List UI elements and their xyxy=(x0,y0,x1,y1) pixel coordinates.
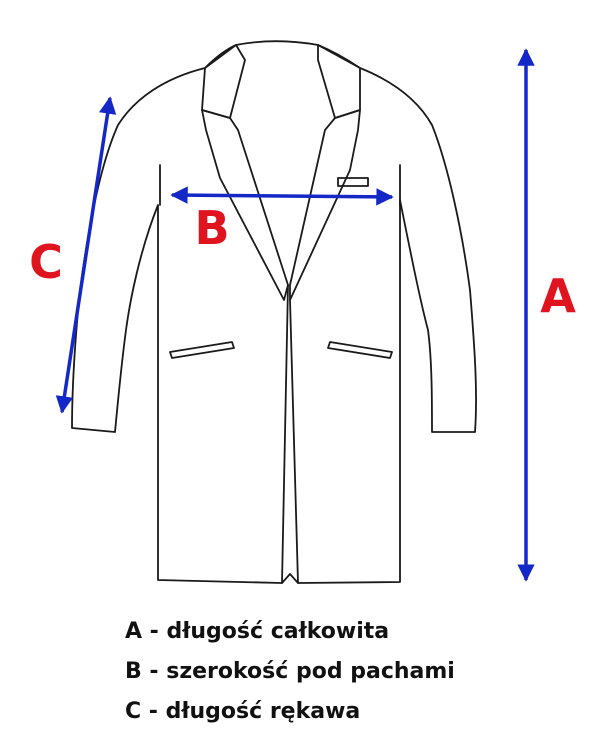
legend-item-a: A - długość całkowita xyxy=(125,619,390,644)
measurement-arrows xyxy=(55,48,535,582)
marker-a: A xyxy=(540,269,576,323)
front-opening xyxy=(281,284,289,584)
collar-back-right xyxy=(317,44,361,119)
front-overlap xyxy=(289,299,299,584)
legend-item-c: C - długość rękawa xyxy=(125,699,361,724)
coat-measurement-diagram: A B C xyxy=(29,40,576,584)
marker-b: B xyxy=(194,201,229,255)
arrow-b-width xyxy=(170,186,394,206)
right-lapel xyxy=(289,109,361,301)
chest-pocket xyxy=(337,177,369,187)
coat-body-outline xyxy=(71,40,477,584)
coat-outline xyxy=(71,40,477,584)
collar-back xyxy=(201,44,246,119)
right-hip-pocket xyxy=(327,341,393,359)
left-hip-pocket xyxy=(169,341,235,359)
marker-c: C xyxy=(29,235,63,289)
legend-item-b: B - szerokość pod pachami xyxy=(125,659,455,684)
arrow-c-sleeve xyxy=(55,96,117,414)
left-lapel xyxy=(201,109,289,301)
measurement-legend: A - długość całkowita B - szerokość pod … xyxy=(125,612,585,732)
